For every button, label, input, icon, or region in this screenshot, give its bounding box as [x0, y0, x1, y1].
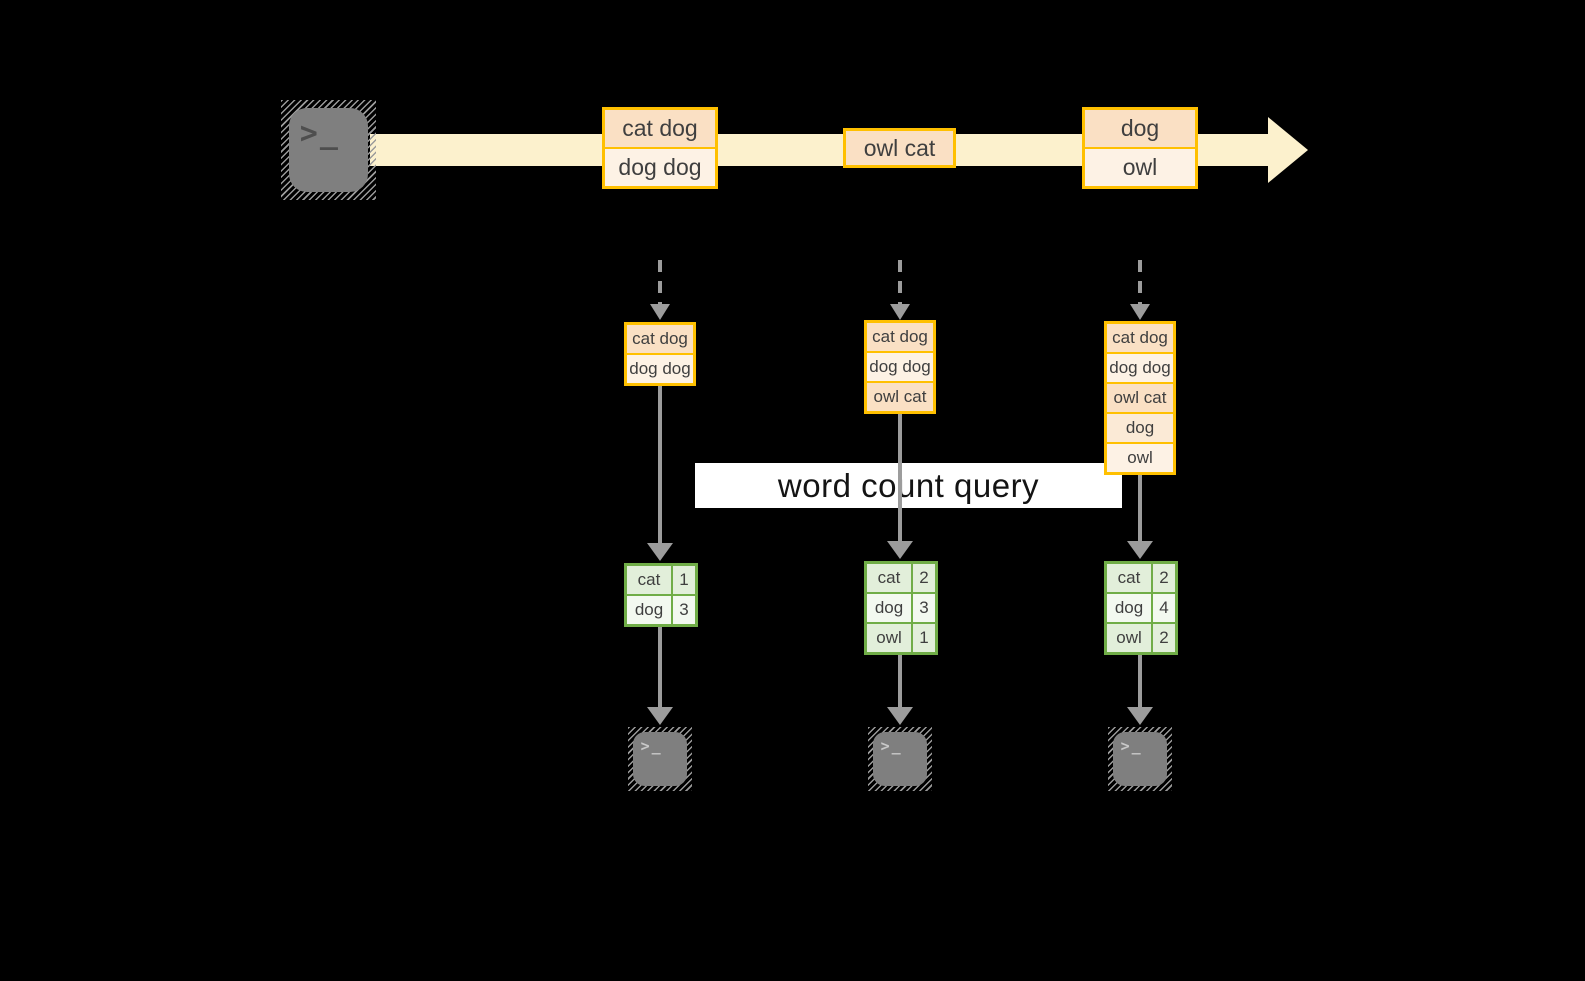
word-cell: dog: [627, 596, 671, 624]
stream-message-1: cat dog dog dog: [602, 107, 718, 189]
query-arrow-3: [1125, 475, 1155, 559]
word-cell: owl: [1107, 624, 1151, 652]
arrow-line: [1138, 655, 1142, 707]
buffer-row: owl cat: [1107, 382, 1173, 412]
arrow-head-icon: [890, 304, 910, 320]
buffer-row: dog dog: [627, 353, 693, 383]
word-cell: cat: [867, 564, 911, 592]
sink-terminal-icon-2: >_: [868, 727, 932, 791]
arrow-head-icon: [647, 543, 673, 561]
terminal-prompt-glyph: >_: [880, 737, 903, 756]
buffer-row: dog: [1107, 412, 1173, 442]
count-cell: 3: [911, 594, 935, 622]
count-cell: 2: [1151, 624, 1175, 652]
buffer-row: cat dog: [1107, 324, 1173, 352]
sink-terminal-icon-3: >_: [1108, 727, 1172, 791]
stream-message-2: owl cat: [843, 128, 956, 168]
message-row: dog dog: [605, 147, 715, 186]
message-row: dog: [1085, 110, 1195, 147]
word-cell: cat: [1107, 564, 1151, 592]
count-row: cat 1: [627, 566, 695, 594]
count-cell: 1: [911, 624, 935, 652]
arrow-head-icon: [1130, 304, 1150, 320]
arrow-line: [658, 386, 662, 543]
state-buffer-1: cat dog dog dog: [624, 322, 696, 386]
arrow-head-icon: [647, 707, 673, 725]
arrow-head-icon: [887, 541, 913, 559]
query-label: word count query: [695, 463, 1122, 508]
count-table-1: cat 1 dog 3: [624, 563, 698, 627]
buffer-row: owl: [1107, 442, 1173, 472]
count-cell: 4: [1151, 594, 1175, 622]
output-arrow-3: [1125, 655, 1155, 725]
message-row: owl cat: [846, 131, 953, 165]
query-arrow-2: [885, 414, 915, 559]
buffer-row: cat dog: [867, 323, 933, 351]
arrow-head-icon: [1127, 541, 1153, 559]
terminal-screen: >_: [1113, 732, 1167, 786]
word-cell: dog: [867, 594, 911, 622]
count-cell: 1: [671, 566, 695, 594]
count-row: dog 4: [1107, 592, 1175, 622]
buffer-row: owl cat: [867, 381, 933, 411]
ingest-arrow-2: [885, 260, 915, 320]
count-row: owl 1: [867, 622, 935, 652]
sink-terminal-icon-1: >_: [628, 727, 692, 791]
terminal-prompt-glyph: >_: [1120, 737, 1143, 756]
word-cell: owl: [867, 624, 911, 652]
message-row: cat dog: [605, 110, 715, 147]
count-row: cat 2: [1107, 564, 1175, 592]
source-terminal-icon: >_: [281, 100, 376, 200]
arrow-head-icon: [1127, 707, 1153, 725]
count-table-2: cat 2 dog 3 owl 1: [864, 561, 938, 655]
word-cell: cat: [627, 566, 671, 594]
stream-message-3: dog owl: [1082, 107, 1198, 189]
count-cell: 2: [911, 564, 935, 592]
ingest-arrow-3: [1125, 260, 1155, 320]
buffer-row: dog dog: [867, 351, 933, 381]
arrow-line: [898, 655, 902, 707]
arrow-line: [658, 627, 662, 707]
terminal-screen: >_: [633, 732, 687, 786]
count-cell: 2: [1151, 564, 1175, 592]
arrow-line: [658, 260, 662, 304]
output-arrow-1: [645, 627, 675, 725]
stream-arrowhead-icon: [1268, 117, 1308, 183]
arrow-line: [1138, 260, 1142, 304]
word-cell: dog: [1107, 594, 1151, 622]
count-row: dog 3: [867, 592, 935, 622]
terminal-prompt-glyph: >_: [640, 737, 663, 756]
terminal-prompt-glyph: >_: [299, 116, 340, 152]
count-table-3: cat 2 dog 4 owl 2: [1104, 561, 1178, 655]
state-buffer-2: cat dog dog dog owl cat: [864, 320, 936, 414]
buffer-row: dog dog: [1107, 352, 1173, 382]
terminal-screen: >_: [288, 108, 369, 192]
arrow-head-icon: [650, 304, 670, 320]
count-cell: 3: [671, 596, 695, 624]
terminal-screen: >_: [873, 732, 927, 786]
arrow-head-icon: [887, 707, 913, 725]
query-arrow-1: [645, 386, 675, 561]
count-row: dog 3: [627, 594, 695, 624]
arrow-line: [898, 260, 902, 304]
output-arrow-2: [885, 655, 915, 725]
message-row: owl: [1085, 147, 1195, 186]
count-row: cat 2: [867, 564, 935, 592]
ingest-arrow-1: [645, 260, 675, 320]
arrow-line: [1138, 475, 1142, 541]
count-row: owl 2: [1107, 622, 1175, 652]
state-buffer-3: cat dog dog dog owl cat dog owl: [1104, 321, 1176, 475]
buffer-row: cat dog: [627, 325, 693, 353]
arrow-line: [898, 414, 902, 541]
